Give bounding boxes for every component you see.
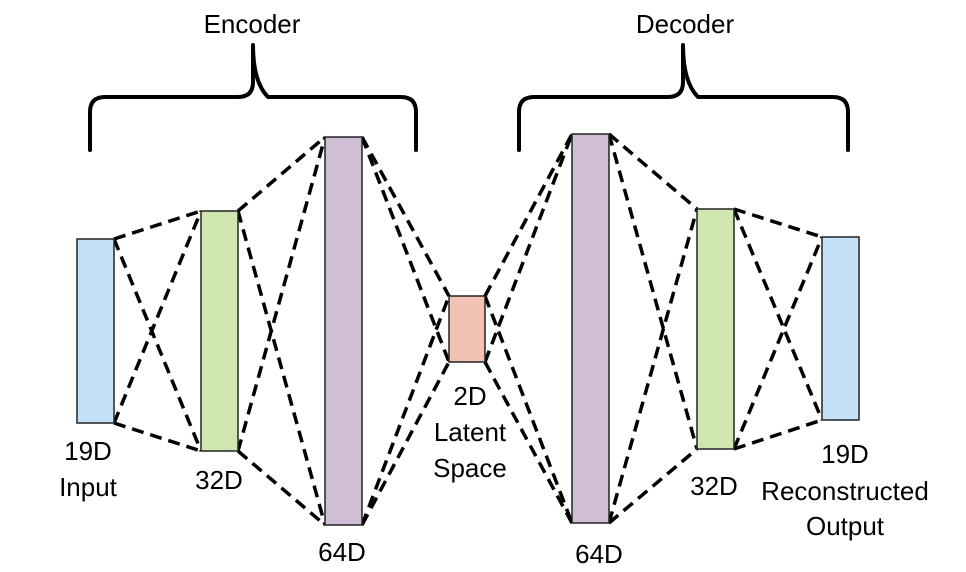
connection-line <box>236 449 327 527</box>
latent-name-label: Latent <box>434 417 507 447</box>
output-layer <box>821 236 860 421</box>
encoder-64d-layer <box>324 136 363 526</box>
encoder-64d-label: 64D <box>318 537 366 567</box>
decoder-title: Decoder <box>636 9 735 39</box>
connection-line <box>607 208 699 524</box>
connection-line <box>483 133 574 297</box>
output-name-label-line2: Output <box>806 511 885 541</box>
connection-line <box>483 133 574 363</box>
connection-line <box>607 447 699 525</box>
connection-line <box>732 208 824 421</box>
output-name-label: Reconstructed <box>761 476 929 506</box>
connection-line <box>733 207 823 239</box>
output-dim-label: 19D <box>821 439 869 469</box>
connection-line <box>360 136 451 297</box>
input-dim-label: 19D <box>64 436 112 466</box>
connection-line <box>732 236 824 450</box>
connection-line <box>113 209 202 241</box>
connection-line <box>113 421 202 453</box>
encoder-32d-layer <box>200 210 239 452</box>
connection-line <box>236 210 327 526</box>
latent-dim-label: 2D <box>453 381 486 411</box>
latent-layer <box>448 295 486 363</box>
connection-line <box>112 238 203 452</box>
connections <box>112 132 824 527</box>
encoder-title: Encoder <box>204 9 301 39</box>
connection-line <box>236 135 327 213</box>
encoder-brace <box>88 43 418 152</box>
encoder-32d-label: 32D <box>195 465 243 495</box>
connection-line <box>483 295 574 524</box>
latent-space-label: Space <box>433 453 507 483</box>
connection-line <box>733 418 823 451</box>
decoder-64d-layer <box>571 133 610 524</box>
connection-line <box>360 136 451 363</box>
connection-line <box>236 136 327 452</box>
input-layer <box>76 238 115 424</box>
connection-line <box>112 210 203 424</box>
decoder-32d-label: 32D <box>690 471 738 501</box>
connection-line <box>483 361 574 524</box>
decoder-64d-label: 64D <box>575 539 623 569</box>
connection-line <box>607 133 699 450</box>
input-name-label: Input <box>59 472 118 502</box>
decoder-brace <box>517 43 850 152</box>
connection-line <box>607 132 699 211</box>
connection-line <box>360 295 451 526</box>
decoder-32d-layer <box>696 208 735 450</box>
connection-line <box>360 361 451 526</box>
